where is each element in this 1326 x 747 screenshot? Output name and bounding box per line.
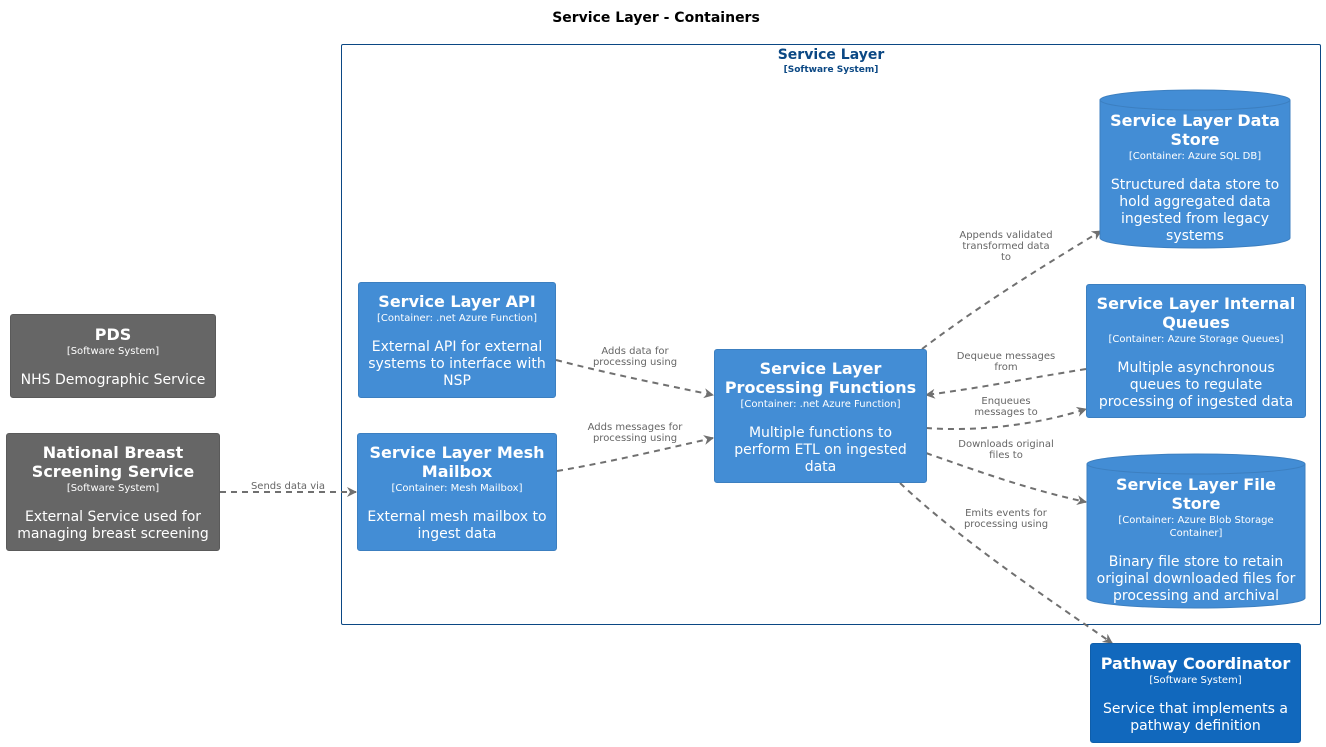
edge-label-enqueues: Enqueues messages to [974,396,1038,418]
file-store-node[interactable]: Service Layer File Store [Container: Azu… [1086,453,1306,609]
nbss-desc: External Service used for managing breas… [17,509,209,542]
pds-name: PDS [94,325,132,344]
nbss-name: National Breast Screening Service [31,443,195,481]
api-type: [Container: .net Azure Function] [377,313,537,324]
api-desc: External API for external systems to int… [368,339,546,389]
proc-name: Service Layer Processing Functions [724,358,917,397]
edge-label-adds-data: Adds data for processing using [592,346,678,368]
filestore-desc: Binary file store to retain original dow… [1096,554,1296,604]
api-name: Service Layer API [378,292,536,311]
processing-functions-node[interactable]: Service Layer Processing Functions [Cont… [714,349,927,483]
database-cylinder-icon [1086,453,1306,609]
edge-label-downloads: Downloads original files to [958,439,1054,461]
edge-label-adds-messages: Adds messages for processing using [587,422,683,444]
edge-proc-queues [925,407,1087,431]
pathway-type: [Software System] [1149,674,1242,686]
nbss-node[interactable]: National Breast Screening Service [Softw… [6,433,220,551]
boundary-name: Service Layer [777,47,885,63]
pathway-coordinator-node[interactable]: Pathway Coordinator [Software System] Se… [1090,643,1301,743]
service-layer-api-node[interactable]: Service Layer API [Container: .net Azure… [358,282,556,398]
boundary-type: [Software System] [783,65,879,75]
mesh-name: Service Layer Mesh Mailbox [369,443,545,481]
proc-desc: Multiple functions to perform ETL on ing… [734,424,907,475]
pds-type: [Software System] [66,346,160,357]
edge-api-proc [555,359,714,399]
edge-label-sends-data: Sends data via [250,481,326,492]
edge-label-appends: Appends validated transformed data to [959,230,1053,263]
edge-label-emits: Emits events for processing using [963,508,1049,530]
proc-type: [Container: .net Azure Function] [740,398,901,410]
datastore-name: Service Layer Data Store [1110,111,1280,149]
edge-proc-filestore [925,452,1087,506]
queues-type: [Container: Azure Storage Queues] [1108,333,1284,345]
edge-mesh-proc [556,435,714,472]
pds-desc: NHS Demographic Service [20,372,206,388]
nbss-type: [Software System] [66,483,160,494]
filestore-type: [Container: Azure Blob Storage Container… [1118,515,1274,539]
edge-queues-proc [925,368,1087,399]
mesh-mailbox-node[interactable]: Service Layer Mesh Mailbox [Container: M… [357,433,557,551]
datastore-desc: Structured data store to hold aggregated… [1110,177,1280,244]
queues-name: Service Layer Internal Queues [1096,293,1296,332]
service-layer-boundary: Service Layer [Software System] [341,44,1321,625]
pathway-desc: Service that implements a pathway defini… [1103,700,1288,734]
diagram-title: Service Layer - Containers [552,10,760,26]
edge-proc-datastore [921,230,1102,350]
edge-label-dequeue: Dequeue messages from [956,351,1056,373]
mesh-type: [Container: Mesh Mailbox] [391,483,523,494]
data-store-node[interactable]: Service Layer Data Store [Container: Azu… [1099,89,1291,249]
filestore-name: Service Layer File Store [1115,475,1277,513]
internal-queues-node[interactable]: Service Layer Internal Queues [Container… [1086,284,1306,418]
pathway-name: Pathway Coordinator [1100,653,1291,673]
datastore-type: [Container: Azure SQL DB] [1128,151,1262,162]
mesh-desc: External mesh mailbox to ingest data [367,509,547,542]
queues-desc: Multiple asynchronous queues to regulate… [1098,359,1294,410]
pds-node[interactable]: PDS [Software System] NHS Demographic Se… [10,314,216,398]
edge-proc-pathway [899,482,1113,644]
database-cylinder-icon [1099,89,1291,249]
